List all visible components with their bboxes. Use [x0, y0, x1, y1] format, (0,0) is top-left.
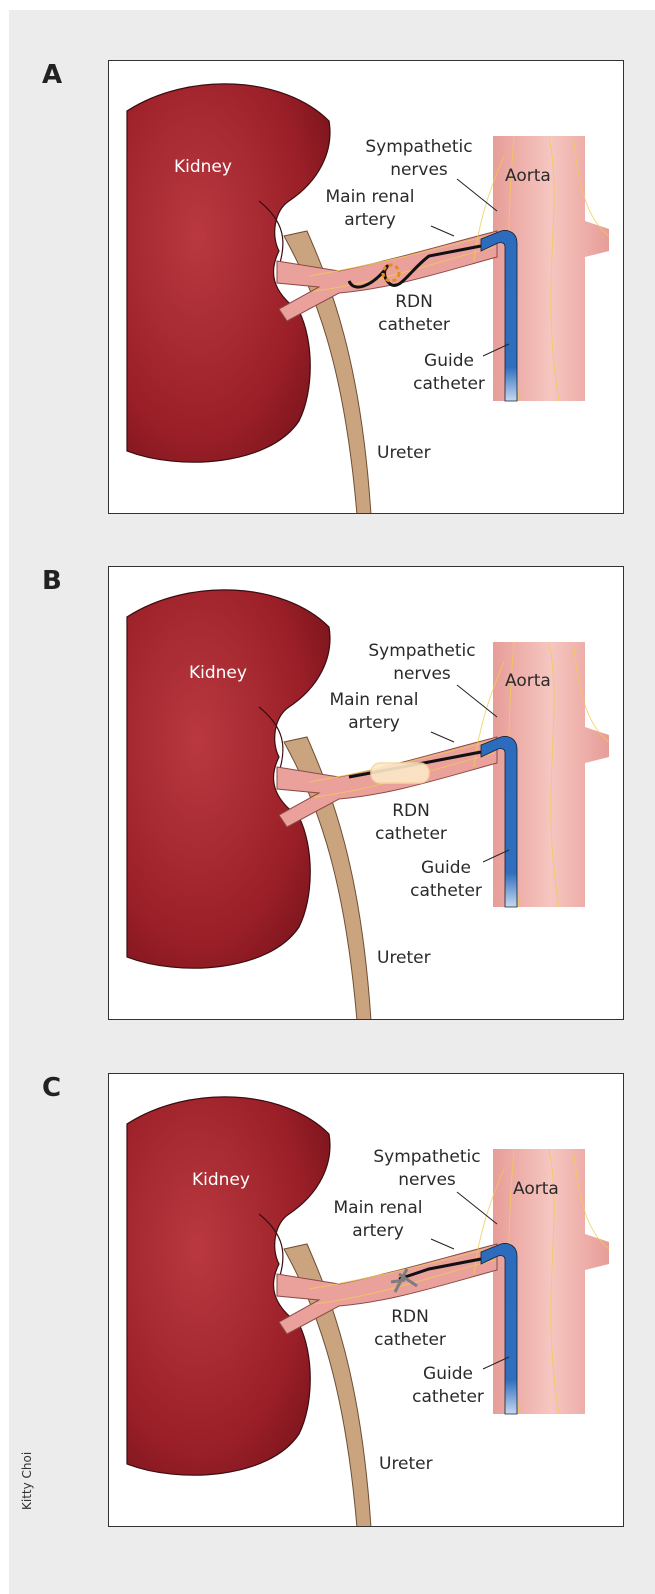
aorta-label: Aorta [505, 670, 551, 693]
balloon [371, 763, 429, 783]
ureter-label: Ureter [377, 947, 431, 970]
panel-c-illustration [109, 1074, 624, 1527]
aorta-label: Aorta [505, 165, 551, 188]
sympathetic-nerves-label: Sympathetic nerves [359, 136, 479, 182]
panel-b-illustration [109, 567, 624, 1020]
rdn-catheter-label: RDN catheter [374, 291, 454, 337]
sympathetic-nerves-label: Sympathetic nerves [367, 1146, 487, 1192]
main-renal-artery-label: Main renal artery [315, 186, 425, 232]
panel-c: Kidney Sympathetic nerves Aorta Main ren… [108, 1073, 624, 1527]
rdn-catheter-label: RDN catheter [371, 800, 451, 846]
panel-a-letter: A [42, 60, 62, 90]
guide-catheter-label: Guide catheter [406, 857, 486, 903]
panel-c-letter: C [42, 1073, 61, 1103]
kidney-label: Kidney [192, 1169, 250, 1192]
kidney-label: Kidney [174, 156, 232, 179]
rdn-catheter-label: RDN catheter [370, 1306, 450, 1352]
panel-b: Kidney Sympathetic nerves Aorta Main ren… [108, 566, 624, 1020]
guide-catheter-label: Guide catheter [408, 1363, 488, 1409]
ureter-label: Ureter [379, 1453, 433, 1476]
sympathetic-nerves-label: Sympathetic nerves [362, 640, 482, 686]
main-renal-artery-label: Main renal artery [319, 689, 429, 735]
credit: Kitty Choi [20, 1452, 34, 1510]
figure: A [9, 10, 655, 1594]
aorta-label: Aorta [513, 1178, 559, 1201]
main-renal-artery-label: Main renal artery [323, 1197, 433, 1243]
panel-b-letter: B [42, 566, 62, 596]
panel-a: Kidney Sympathetic nerves Aorta Main ren… [108, 60, 624, 514]
guide-catheter-label: Guide catheter [409, 350, 489, 396]
kidney-label: Kidney [189, 662, 247, 685]
panel-a-illustration [109, 61, 624, 514]
ureter-label: Ureter [377, 442, 431, 465]
